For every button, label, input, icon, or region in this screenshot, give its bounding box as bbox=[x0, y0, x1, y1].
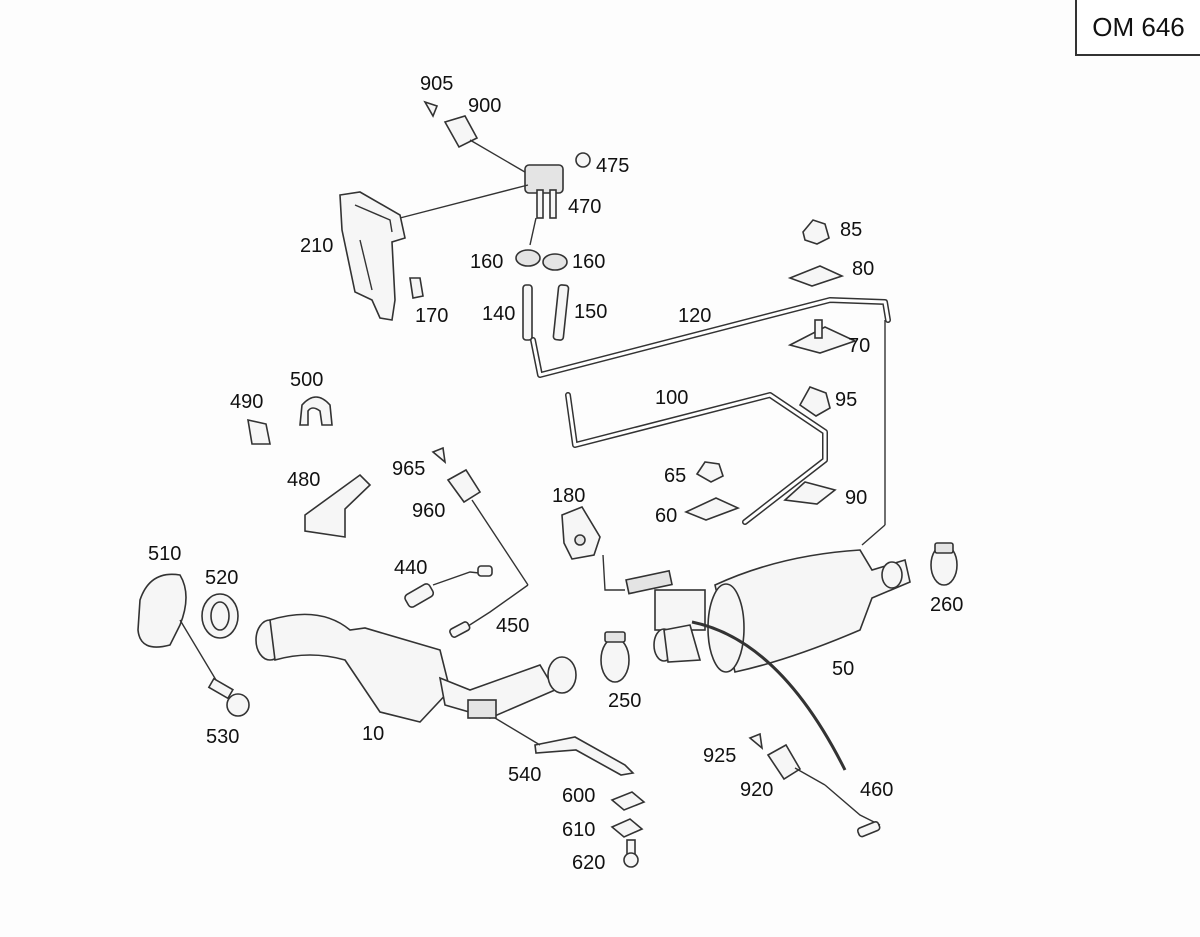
callout-905: 905 bbox=[420, 73, 453, 95]
callout-610: 610 bbox=[562, 819, 595, 841]
part-60-clamp bbox=[683, 497, 741, 521]
part-620-bolt bbox=[623, 839, 639, 868]
callout-600: 600 bbox=[562, 785, 595, 807]
callout-160-left: 160 bbox=[470, 251, 503, 273]
callout-960: 960 bbox=[412, 500, 445, 522]
part-600-gasket bbox=[610, 791, 646, 811]
callout-450: 450 bbox=[496, 615, 529, 637]
part-925-screw bbox=[748, 732, 764, 750]
part-95-grommet bbox=[798, 386, 831, 417]
callout-80: 80 bbox=[852, 258, 874, 280]
callout-140: 140 bbox=[482, 303, 515, 325]
callout-490: 490 bbox=[230, 391, 263, 413]
callout-260: 260 bbox=[930, 594, 963, 616]
part-90-bracket bbox=[783, 481, 837, 505]
part-450-sensor bbox=[449, 584, 529, 638]
callout-480: 480 bbox=[287, 469, 320, 491]
callout-250: 250 bbox=[608, 690, 641, 712]
callout-440: 440 bbox=[394, 557, 427, 579]
callout-965: 965 bbox=[392, 458, 425, 480]
part-470-pressure-sensor bbox=[524, 164, 564, 219]
part-460-sensor bbox=[824, 784, 881, 838]
callout-510: 510 bbox=[148, 543, 181, 565]
part-900-connector bbox=[443, 115, 479, 149]
part-85-nut bbox=[802, 219, 830, 245]
callout-95: 95 bbox=[835, 389, 857, 411]
pipe-100 bbox=[565, 392, 828, 525]
callout-520: 520 bbox=[205, 567, 238, 589]
part-210-bracket bbox=[339, 191, 406, 321]
callout-500: 500 bbox=[290, 369, 323, 391]
callout-100: 100 bbox=[655, 387, 688, 409]
callout-540: 540 bbox=[508, 764, 541, 786]
callout-925: 925 bbox=[703, 745, 736, 767]
callout-920: 920 bbox=[740, 779, 773, 801]
pipe-120 bbox=[530, 297, 891, 378]
part-610-plate bbox=[610, 818, 644, 838]
part-160-grommet-right bbox=[542, 253, 568, 271]
part-250-clamp bbox=[600, 631, 630, 683]
part-920-connector bbox=[766, 743, 802, 781]
callout-120: 120 bbox=[678, 305, 711, 327]
callout-65: 65 bbox=[664, 465, 686, 487]
engine-code-label: OM 646 bbox=[1075, 0, 1200, 56]
part-965-screw bbox=[431, 446, 447, 464]
callout-180: 180 bbox=[552, 485, 585, 507]
part-540-bracket bbox=[534, 736, 635, 776]
callout-475: 475 bbox=[596, 155, 629, 177]
part-490-clip bbox=[247, 418, 271, 445]
part-70-bracket bbox=[787, 319, 858, 354]
part-480-bracket bbox=[304, 473, 372, 538]
callout-160-right: 160 bbox=[572, 251, 605, 273]
part-180-rubber-hanger bbox=[561, 506, 601, 560]
callout-210: 210 bbox=[300, 235, 333, 257]
callout-70: 70 bbox=[848, 335, 870, 357]
callout-620: 620 bbox=[572, 852, 605, 874]
part-80-clamp bbox=[787, 265, 845, 287]
part-475-nut bbox=[575, 152, 591, 168]
part-440-sensor bbox=[404, 565, 493, 608]
callout-90: 90 bbox=[845, 487, 867, 509]
callout-10: 10 bbox=[362, 723, 384, 745]
hose-150 bbox=[552, 284, 570, 341]
part-905-screw bbox=[423, 100, 439, 118]
hose-140 bbox=[522, 284, 533, 341]
part-960-connector bbox=[446, 468, 482, 504]
part-50-muffler bbox=[625, 549, 911, 673]
part-530-bolt bbox=[207, 677, 250, 717]
callout-900: 900 bbox=[468, 95, 501, 117]
callout-85: 85 bbox=[840, 219, 862, 241]
part-160-grommet-left bbox=[515, 249, 541, 267]
part-10-catalytic-converter bbox=[255, 613, 577, 723]
part-65-nut bbox=[695, 461, 724, 483]
callout-530: 530 bbox=[206, 726, 239, 748]
callout-60: 60 bbox=[655, 505, 677, 527]
part-520-gasket bbox=[201, 593, 239, 639]
callout-150: 150 bbox=[574, 301, 607, 323]
callout-470: 470 bbox=[568, 196, 601, 218]
part-500-clamp bbox=[299, 396, 333, 426]
part-170-clip bbox=[409, 277, 424, 299]
part-510-heat-shield bbox=[137, 573, 187, 648]
callout-460: 460 bbox=[860, 779, 893, 801]
callout-labels: 905 900 475 470 210 160 160 170 140 150 … bbox=[148, 73, 963, 874]
callout-170: 170 bbox=[415, 305, 448, 327]
callout-50: 50 bbox=[832, 658, 854, 680]
part-260-clamp bbox=[930, 542, 958, 586]
